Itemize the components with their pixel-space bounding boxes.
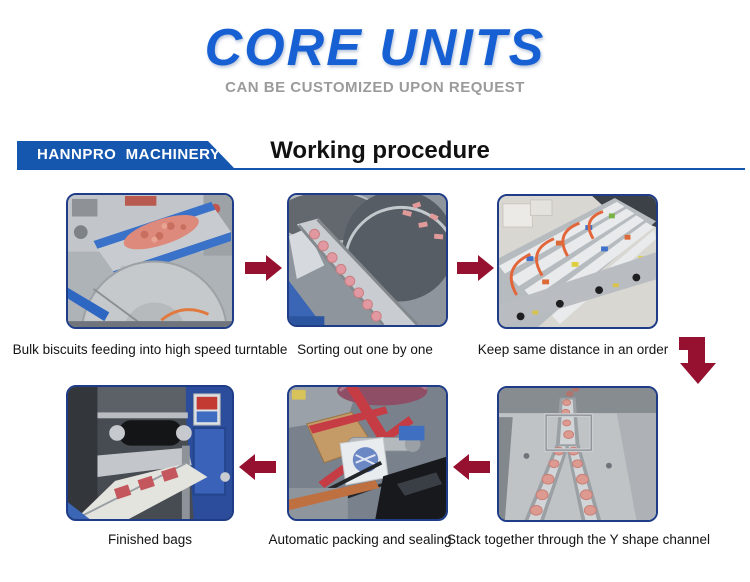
step6-photo xyxy=(66,385,234,521)
brand-banner: HANNPRO MACHINERY xyxy=(17,141,234,168)
step2-photo xyxy=(287,193,448,327)
packing-sealing-photo xyxy=(289,387,446,519)
step1-caption: Bulk biscuits feeding into high speed tu… xyxy=(12,342,288,357)
arrow-right-icon xyxy=(245,255,282,281)
finished-bags-photo xyxy=(68,387,232,519)
section-divider xyxy=(17,168,745,170)
turntable-sorting-photo xyxy=(289,195,446,325)
arrow-left-icon xyxy=(453,454,490,480)
arrow-elbow-down-icon xyxy=(679,337,716,384)
arrow-left-icon xyxy=(239,454,276,480)
step5-photo xyxy=(287,385,448,521)
step2-caption: Sorting out one by one xyxy=(297,342,433,357)
page-title: CORE UNITS xyxy=(204,19,546,77)
step6-caption: Finished bags xyxy=(107,532,193,547)
arrow-right-icon xyxy=(457,255,494,281)
step1-photo xyxy=(66,193,234,329)
page-subtitle: CAN BE CUSTOMIZED UPON REQUEST xyxy=(225,79,525,96)
step3-photo xyxy=(497,194,658,329)
step5-caption: Automatic packing and sealing xyxy=(268,532,452,547)
biscuits-feeding-turntable-photo xyxy=(68,195,232,327)
section-heading: Working procedure xyxy=(270,137,490,164)
step4-caption: Stack together through the Y shape chann… xyxy=(447,532,710,547)
y-shape-channel-photo xyxy=(499,388,656,520)
spacing-conveyor-photo xyxy=(499,196,656,327)
step3-caption: Keep same distance in an order xyxy=(477,342,669,357)
step4-photo xyxy=(497,386,658,522)
